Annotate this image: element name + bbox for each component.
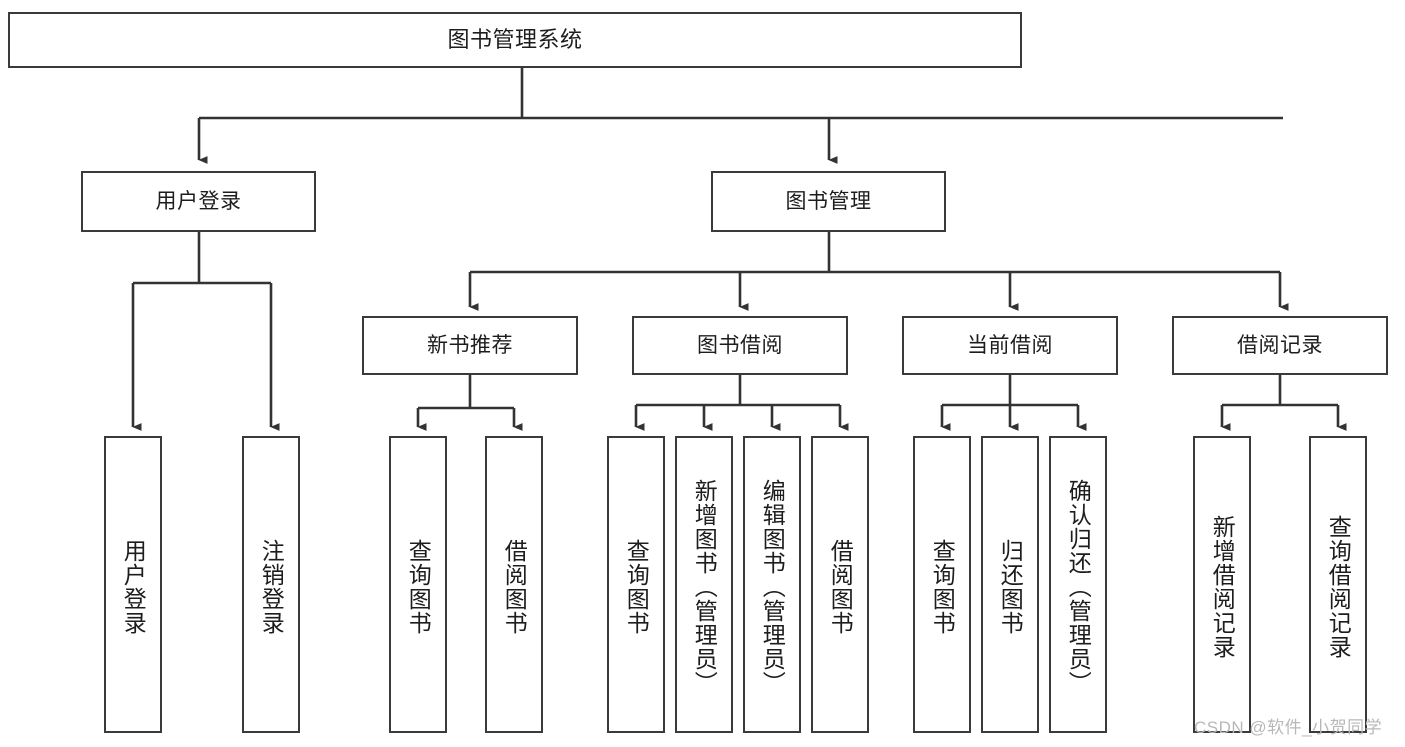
node-new-book-recommend[interactable]: 新书推荐 bbox=[362, 316, 578, 375]
node-label: 归还图书 bbox=[997, 538, 1024, 635]
leaf-book-borrow-query-book[interactable]: 查询图书 bbox=[607, 436, 665, 733]
node-label: 图书借阅 bbox=[697, 333, 783, 357]
leaf-borrow-record-add-record[interactable]: 新增借阅记录 bbox=[1193, 436, 1251, 733]
node-book-management[interactable]: 图书管理 bbox=[711, 171, 946, 232]
node-label: 查询借阅记录 bbox=[1325, 514, 1352, 659]
leaf-current-borrow-confirm-return-admin[interactable]: 确认归还（管理员） bbox=[1049, 436, 1107, 733]
node-label: 新增借阅记录 bbox=[1209, 514, 1236, 659]
node-root-system[interactable]: 图书管理系统 bbox=[8, 12, 1022, 68]
node-borrow-record[interactable]: 借阅记录 bbox=[1172, 316, 1388, 375]
node-label: 确认归还（管理员） bbox=[1065, 478, 1092, 695]
leaf-book-borrow-borrow-book[interactable]: 借阅图书 bbox=[811, 436, 869, 733]
node-current-borrow[interactable]: 当前借阅 bbox=[902, 316, 1118, 375]
leaf-borrow-record-query-record[interactable]: 查询借阅记录 bbox=[1309, 436, 1367, 733]
node-label: 查询图书 bbox=[929, 538, 956, 635]
node-label: 图书管理系统 bbox=[447, 26, 583, 52]
leaf-new-book-borrow-book[interactable]: 借阅图书 bbox=[485, 436, 543, 733]
node-label: 当前借阅 bbox=[967, 333, 1053, 357]
leaf-user-login-logout[interactable]: 注销登录 bbox=[242, 436, 300, 733]
leaf-user-login-login[interactable]: 用户登录 bbox=[104, 436, 162, 733]
node-label: 编辑图书（管理员） bbox=[759, 478, 786, 695]
node-label: 借阅图书 bbox=[827, 538, 854, 635]
node-label: 注销登录 bbox=[258, 538, 285, 635]
node-label: 借阅图书 bbox=[501, 538, 528, 635]
node-label: 查询图书 bbox=[405, 538, 432, 635]
node-label: 新增图书（管理员） bbox=[691, 478, 718, 695]
leaf-book-borrow-add-book-admin[interactable]: 新增图书（管理员） bbox=[675, 436, 733, 733]
node-user-login[interactable]: 用户登录 bbox=[81, 171, 316, 232]
leaf-current-borrow-return-book[interactable]: 归还图书 bbox=[981, 436, 1039, 733]
node-book-borrow[interactable]: 图书借阅 bbox=[632, 316, 848, 375]
leaf-current-borrow-query-book[interactable]: 查询图书 bbox=[913, 436, 971, 733]
leaf-new-book-query-book[interactable]: 查询图书 bbox=[389, 436, 447, 733]
node-label: 图书管理 bbox=[785, 189, 872, 213]
leaf-book-borrow-edit-book-admin[interactable]: 编辑图书（管理员） bbox=[743, 436, 801, 733]
watermark-text: CSDN @软件_小贺同学 bbox=[1194, 718, 1383, 737]
node-label: 查询图书 bbox=[623, 538, 650, 635]
node-label: 用户登录 bbox=[155, 189, 242, 213]
node-label: 新书推荐 bbox=[427, 333, 513, 357]
node-label: 用户登录 bbox=[120, 538, 147, 635]
node-label: 借阅记录 bbox=[1237, 333, 1323, 357]
